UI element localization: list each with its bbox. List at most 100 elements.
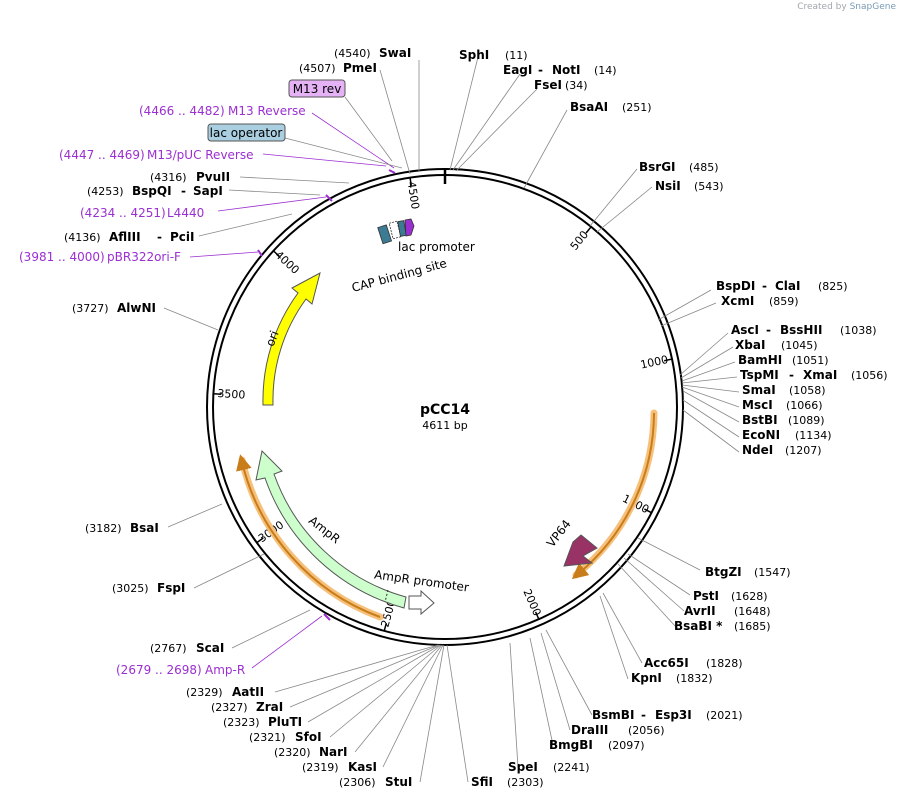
enzyme-pos: (1207) [785,444,822,457]
enzyme-name: EagI [503,63,532,77]
primer-name: M13 Reverse [228,104,306,118]
ruler-tick [383,622,388,632]
enzyme-pos: (4136) [64,231,101,244]
ruler-tick [256,537,264,544]
enzyme-pos: (1648) [734,605,771,618]
enzyme-pos: (859) [769,295,799,308]
enzyme-name: MscI [742,398,773,412]
ori-label: ori [263,329,282,349]
enzyme-name: AatII [232,685,264,699]
ruler-tick-label: 4000 [272,248,301,276]
amp-r-primer-mark [323,613,331,621]
enzyme-pos: (2767) [150,642,187,655]
m13-reverse-primer-mark [388,169,396,174]
backbone-outer-ring [206,168,684,646]
enzyme-pos: (14) [594,64,617,77]
enzyme-pos: (2097) [608,739,645,752]
enzyme-pos: (2327) [211,701,248,714]
enzyme-name: XbaI [735,338,765,352]
primer-labels: (4466 .. 4482) M13 Reverse (4447 .. 4469… [19,104,306,677]
enzyme-name: BsaI [130,521,159,535]
enzyme-name: AvrII [684,604,716,618]
primer-range: (3981 .. 4000) [19,250,105,264]
enzyme-name: BsaBI * [674,619,723,633]
enzyme-name: BsrGI [639,160,676,174]
enzyme-name: KpnI [631,671,662,685]
enzyme-pos: (3727) [72,302,109,315]
primer-range: (4234 .. 4251) [80,206,166,220]
svg-text:-: - [641,708,646,722]
ampr-feature[interactable] [255,449,407,609]
enzyme-pos: (2241) [553,761,590,774]
enzyme-pos: (2320) [274,746,311,759]
boxed-label-leaders [284,96,403,169]
enzyme-name-2: NotI [552,63,581,77]
enzyme-name: ZraI [256,700,283,714]
enzyme-name-2: BssHII [780,323,822,337]
ampr-promoter-feature[interactable] [408,589,435,616]
lac-operator-feature[interactable] [397,220,407,237]
enzyme-name: SmaI [742,383,776,397]
enzyme-name: BspQI [132,184,172,198]
enzyme-name: SphI [459,48,489,62]
enzyme-name: FseI [534,78,562,92]
svg-text:-: - [181,184,186,198]
enzyme-pos: (543) [694,180,724,193]
leader-lines [163,56,740,783]
enzyme-name: SfiI [471,775,493,789]
enzyme-pos: (4540) [334,47,371,60]
enzyme-pos: (1051) [792,354,829,367]
enzyme-pos: (11) [505,49,528,62]
enzyme-pos: (251) [622,101,652,114]
lac-operator-text: lac operator [210,126,283,140]
l4440-primer-mark [325,194,333,202]
enzyme-name: StuI [385,775,412,789]
enzyme-pos: (3025) [112,582,149,595]
ruler-tick-label: 3500 [217,387,246,402]
m13-rev-feature[interactable] [404,218,415,237]
vp64-feature[interactable] [563,534,598,567]
enzyme-pos: (1828) [706,657,743,670]
enzyme-name: AscI [731,323,759,337]
enzyme-pos: (1089) [788,414,825,427]
primer-name: Amp-R [205,663,245,677]
cap-binding-site-feature[interactable] [377,224,393,245]
ruler-tick [534,611,540,620]
enzyme-pos: (1045) [781,339,818,352]
plasmid-length: 4611 bp [422,419,467,432]
enzyme-pos: (1066) [786,399,823,412]
ruler-tick-label: 1000 [639,353,669,372]
enzyme-name: PmeI [343,61,377,75]
enzyme-name: AflIII [109,230,141,244]
ruler-tick [272,250,280,257]
enzyme-pos: (1038) [840,324,877,337]
enzyme-name: BstBI [742,413,778,427]
svg-text:-: - [766,323,771,337]
ruler-tick [664,358,673,362]
primer-name: pBR322ori-F [107,250,181,264]
primer-name: M13/pUC Reverse [147,148,254,162]
svg-text:-: - [789,368,794,382]
enzyme-name: Acc65I [644,656,689,670]
enzyme-pos: (825) [818,280,848,293]
enzyme-name-2: SapI [193,184,223,198]
m13-rev-boxed-label[interactable] [288,79,346,98]
plasmid-name: pCC14 [420,402,470,418]
enzyme-name-2: Esp3I [655,708,692,722]
enzyme-name: NsiI [655,179,681,193]
enzyme-name: PvuII [196,170,230,184]
lac-operator-boxed-label[interactable] [207,123,286,142]
enzyme-name: NdeI [742,443,773,457]
enzyme-name: BmgBI [549,738,593,752]
enzyme-name-2: XmaI [803,368,837,382]
enzyme-pos: (1832) [676,672,713,685]
enzyme-pos: (2319) [302,761,339,774]
enzyme-pos: (34) [565,79,588,92]
enzyme-pos: (2323) [223,716,260,729]
ori-feature[interactable] [262,272,321,406]
enzyme-name: BtgZI [705,565,742,579]
enzyme-name-2: PciI [170,230,195,244]
enzyme-pos: (4316) [150,171,187,184]
m13-rev-text: M13 rev [293,82,342,96]
vp64-orf-arrow [571,412,655,580]
